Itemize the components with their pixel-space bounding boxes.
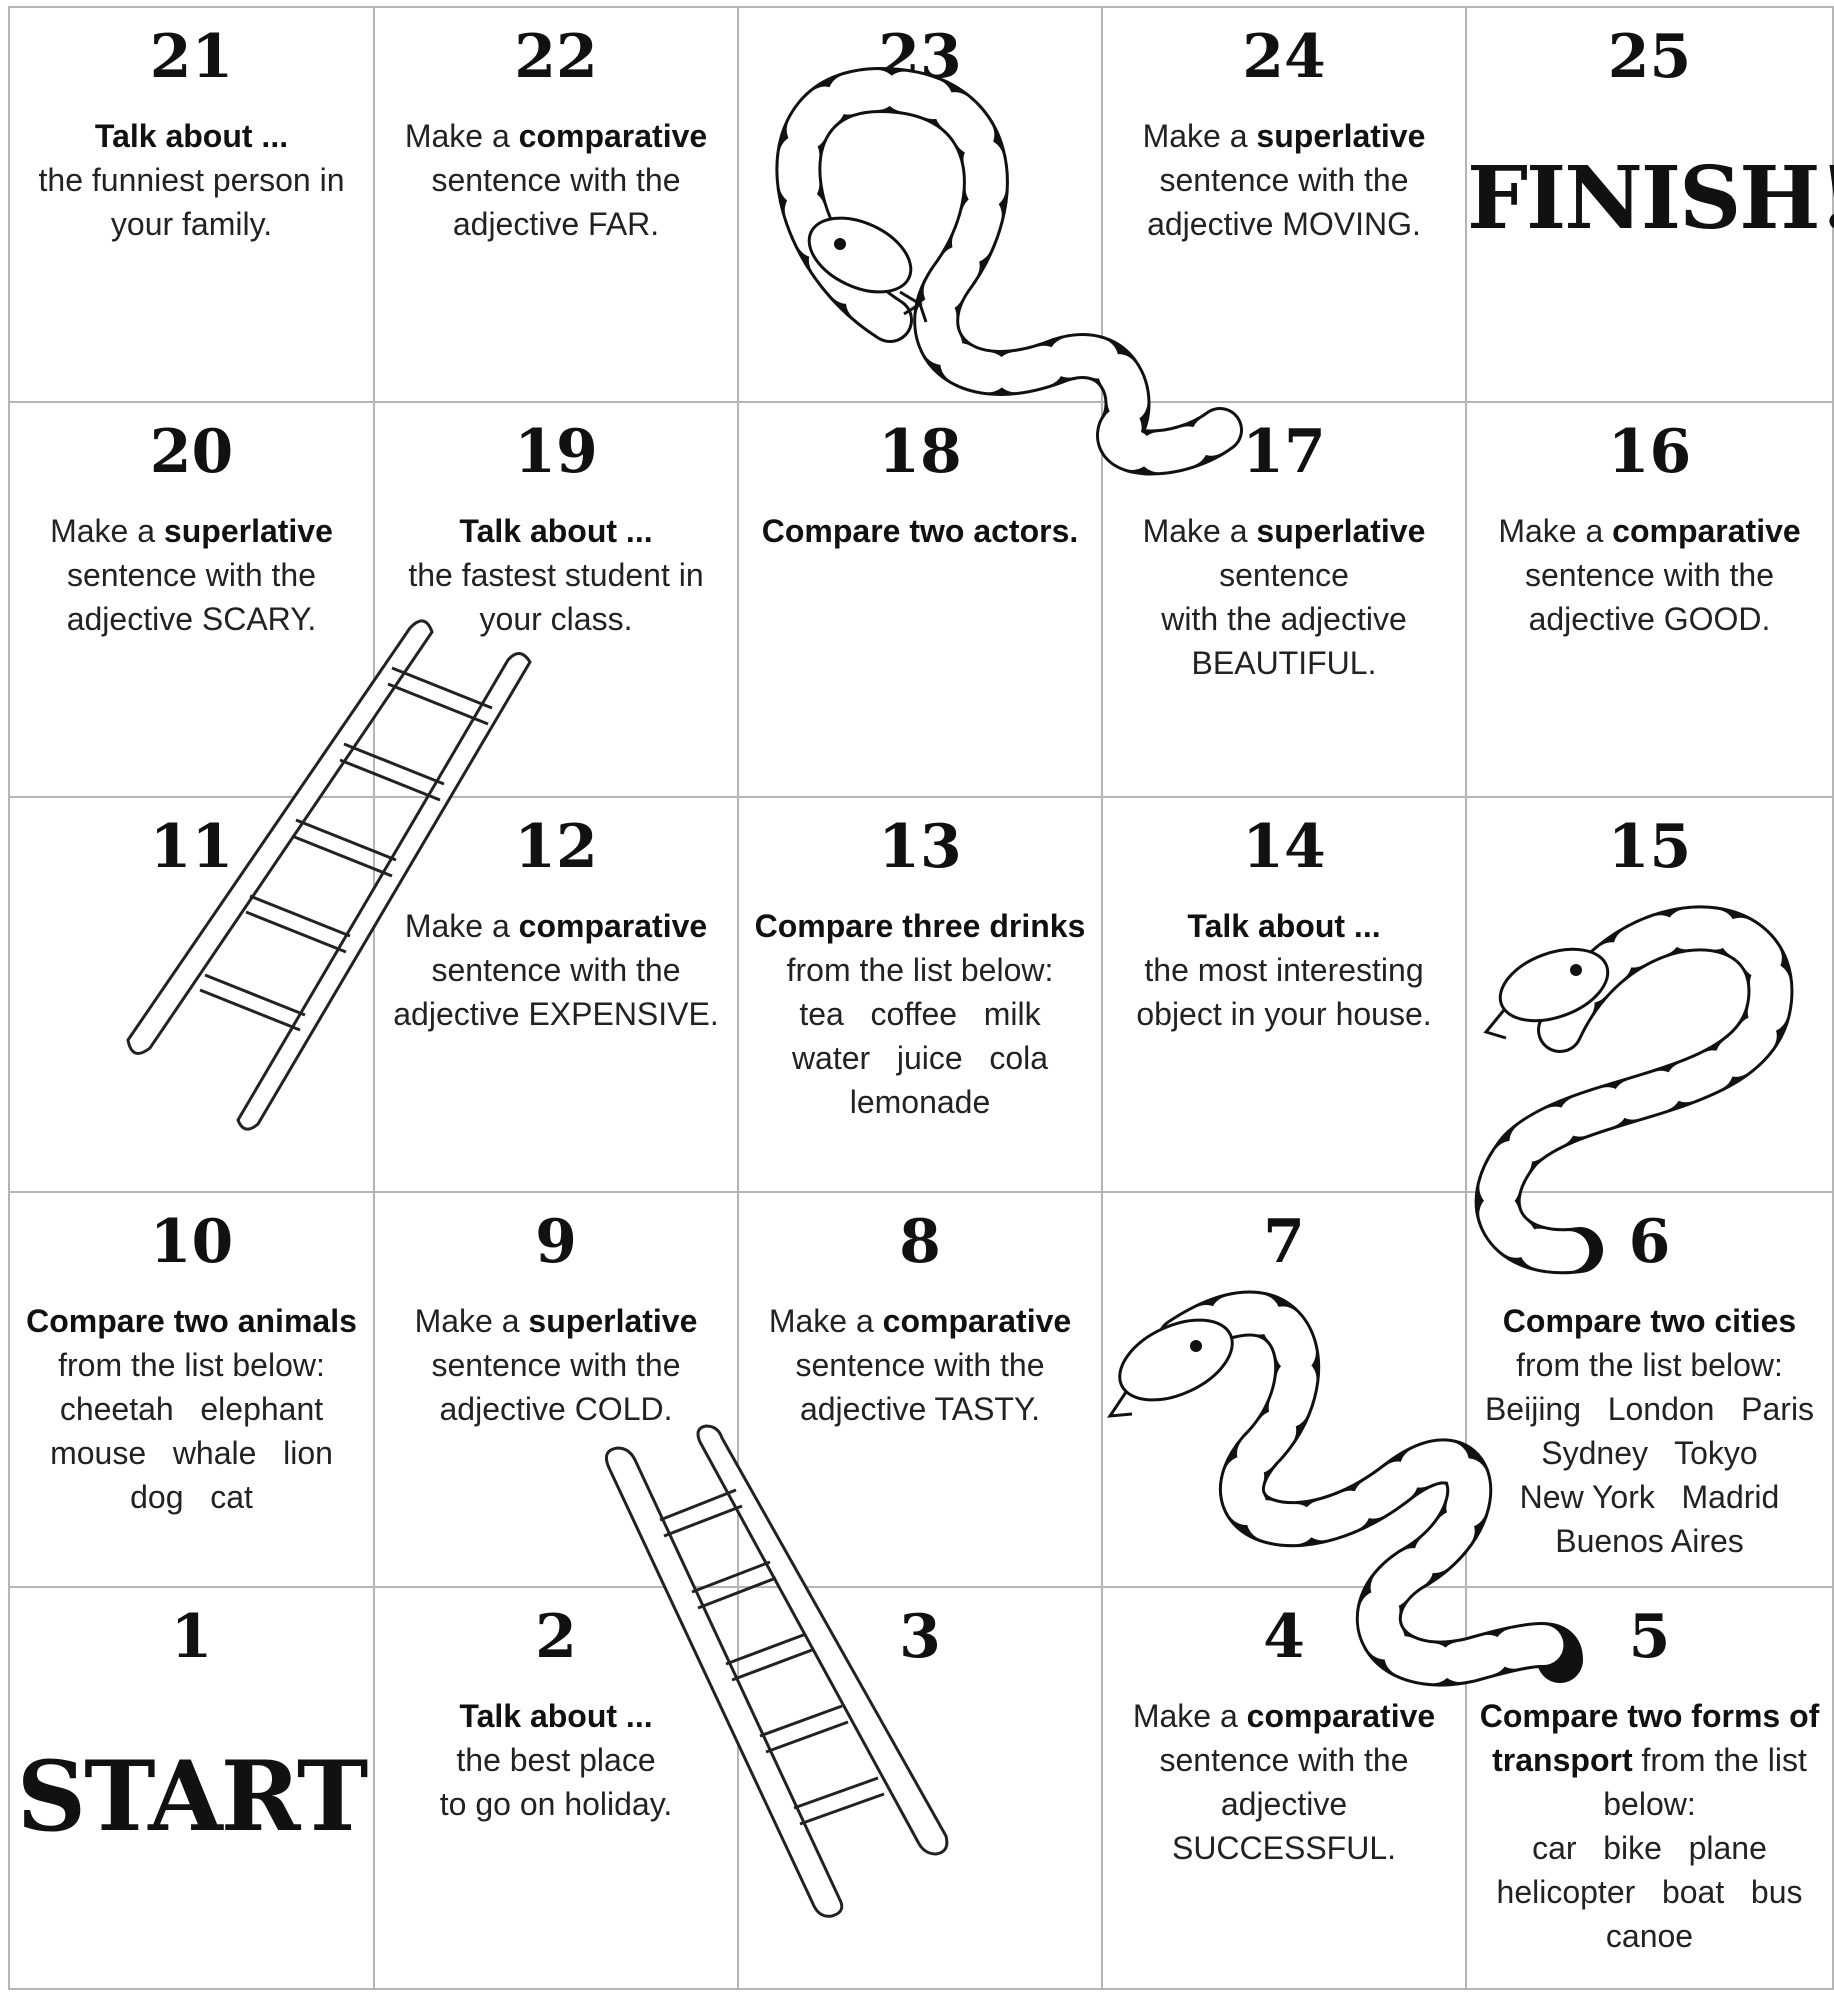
square-number: 16	[1607, 417, 1692, 487]
square-11[interactable]: 11	[10, 798, 375, 1193]
square-instruction: Talk about ...the most interesting objec…	[1136, 908, 1432, 1032]
square-14[interactable]: 14 Talk about ...the most interesting ob…	[1103, 798, 1467, 1193]
square-number: 1	[170, 1602, 213, 1672]
square-number: 18	[878, 417, 962, 487]
square-number: 12	[514, 812, 598, 882]
start-label: START	[16, 1740, 369, 1853]
square-19[interactable]: 19 Talk about ...the fastest student in …	[375, 403, 739, 798]
square-number: 2	[535, 1602, 577, 1672]
square-number: 3	[899, 1602, 941, 1672]
square-number: 19	[514, 417, 598, 487]
square-number: 25	[1607, 22, 1692, 92]
square-21[interactable]: 21 Talk about ...the funniest person in …	[10, 8, 375, 403]
square-instruction: Compare two actors.	[761, 513, 1079, 549]
square-number: 11	[149, 812, 234, 882]
square-number: 24	[1242, 22, 1326, 92]
square-number: 21	[149, 22, 234, 92]
square-instruction: Compare two forms of transport from the …	[1479, 1698, 1820, 1954]
snakes-and-ladders-board: 21 Talk about ...the funniest person in …	[8, 6, 1834, 1990]
square-instruction: Talk about ...the funniest person in you…	[38, 118, 345, 242]
square-number: 7	[1263, 1207, 1305, 1277]
square-number: 9	[535, 1207, 577, 1277]
square-5[interactable]: 5 Compare two forms of transport from th…	[1467, 1588, 1832, 1988]
square-number: 15	[1607, 812, 1692, 882]
square-number: 6	[1628, 1207, 1671, 1277]
square-3[interactable]: 3	[739, 1588, 1103, 1988]
square-25[interactable]: 25 FINISH!	[1467, 8, 1834, 403]
square-23[interactable]: 23	[739, 8, 1103, 403]
square-number: 13	[878, 812, 962, 882]
square-15[interactable]: 15	[1467, 798, 1832, 1193]
square-number: 14	[1242, 812, 1326, 882]
square-number: 8	[899, 1207, 941, 1277]
square-18[interactable]: 18 Compare two actors.	[739, 403, 1103, 798]
finish-label: FINISH!	[1467, 148, 1834, 249]
square-number: 20	[149, 417, 234, 487]
square-1[interactable]: 1 START	[10, 1588, 375, 1988]
square-number: 5	[1628, 1602, 1671, 1672]
square-number: 10	[149, 1207, 234, 1277]
square-instruction: Talk about ...the fastest student in you…	[408, 513, 704, 637]
square-number: 22	[514, 22, 598, 92]
square-7[interactable]: 7	[1103, 1193, 1467, 1588]
square-number: 4	[1263, 1602, 1305, 1672]
square-number: 23	[878, 22, 962, 92]
square-number: 17	[1242, 417, 1326, 487]
